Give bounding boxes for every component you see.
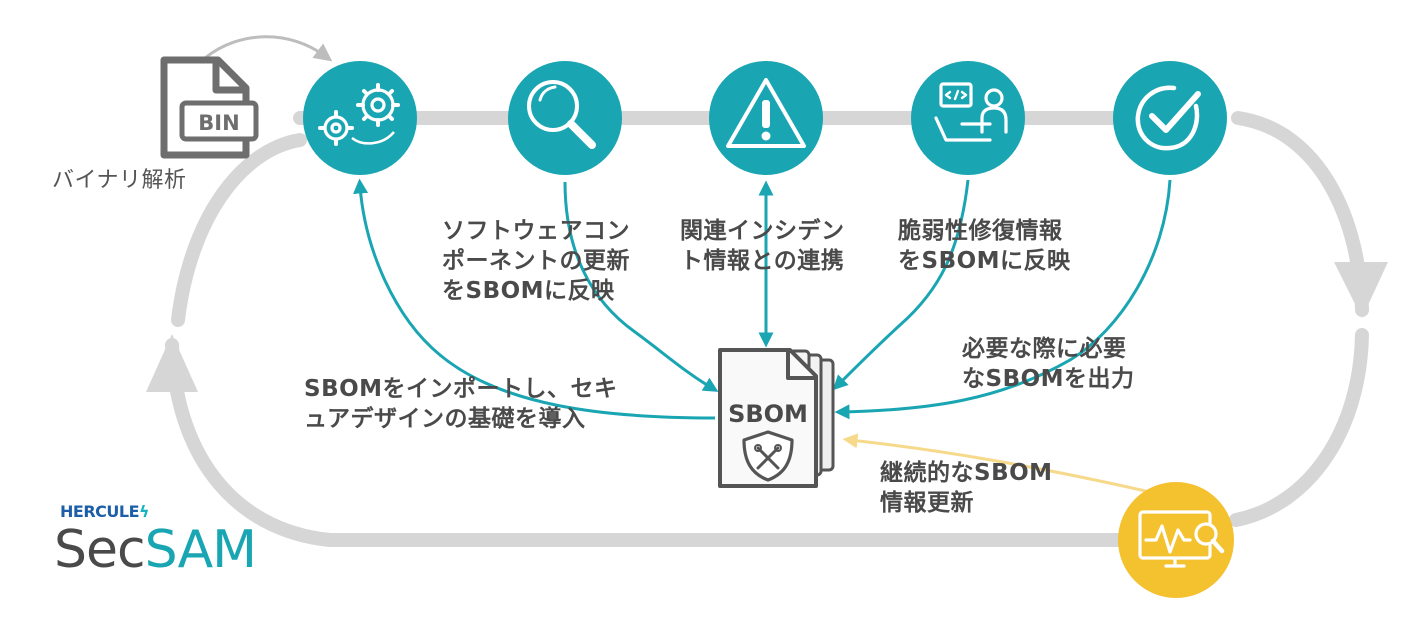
step-circle-check [1113, 61, 1227, 175]
step-circle-developer [911, 61, 1025, 175]
label-incident-line-2: ト情報との連携 [680, 248, 845, 274]
developer-at-laptop-icon [934, 82, 1008, 142]
gears-icon [318, 83, 400, 146]
connector-update [563, 181, 719, 392]
logo-brand: HERCULEϟ [60, 502, 150, 521]
track-top [171, 133, 307, 327]
logo-product-sam: SAM [144, 520, 257, 580]
magnifier-icon [527, 80, 596, 149]
label-incident: 関連インシデン ト情報との連携 [680, 216, 845, 276]
logo-product: SecSAM [54, 520, 257, 580]
sbom-document-stack: SBOM [718, 348, 835, 488]
track-arrowhead-right [1334, 262, 1388, 318]
label-update-components: ソフトウェアコン ポーネントの更新 をSBOMに反映 [442, 216, 630, 306]
label-incident-line-1: 関連インシデン [680, 218, 845, 244]
label-repair-line-1: 脆弱性修復情報 [898, 218, 1063, 244]
connector-output [834, 179, 1172, 420]
label-continuous-line-2: 情報更新 [880, 490, 974, 516]
connector-continuous [842, 433, 1151, 494]
monitor-search-icon [1138, 510, 1225, 568]
label-update-line-2: ポーネントの更新 [442, 248, 630, 274]
track-arrowhead-left [146, 334, 198, 392]
label-repair: 脆弱性修復情報 をSBOMに反映 [898, 216, 1071, 276]
sbom-document-label: SBOM [728, 400, 808, 428]
label-import-line-1: SBOMをインポートし、セキ [304, 376, 618, 402]
logo-product-sec: Sec [54, 520, 146, 580]
logo-brand-text: HERCULE [60, 502, 140, 521]
lightning-bolt-icon: ϟ [139, 502, 150, 521]
binary-analysis-caption: バイナリ解析 [52, 168, 187, 193]
label-output: 必要な際に必要 なSBOMを出力 [962, 334, 1135, 394]
label-update-line-3: をSBOMに反映 [442, 278, 615, 304]
shield-tools-icon [742, 430, 794, 482]
step-circle-warning [709, 61, 823, 175]
bin-badge-text: BIN [198, 111, 239, 135]
track-right-lower [1229, 328, 1369, 527]
bin-to-gears-arrow [204, 35, 333, 62]
teal-connectors [353, 178, 1172, 420]
bin-file-icon: BIN [160, 56, 259, 159]
track-arrowheads [146, 262, 1388, 392]
label-repair-line-2: をSBOMに反映 [898, 248, 1071, 274]
track-right [1231, 111, 1369, 317]
step-circle-magnifier [508, 61, 622, 175]
warning-icon [726, 78, 806, 148]
monitor-circle [1118, 482, 1234, 598]
label-import: SBOMをインポートし、セキ ュアデザインの基礎を導入 [304, 374, 618, 434]
step-circle-gears [303, 61, 417, 175]
connector-import [353, 178, 716, 420]
label-continuous-line-1: 継続的なSBOM [880, 460, 1053, 486]
check-circle-icon [1135, 85, 1201, 151]
label-import-line-2: ュアデザインの基礎を導入 [304, 406, 586, 432]
label-output-line-1: 必要な際に必要 [962, 336, 1127, 362]
label-output-line-2: なSBOMを出力 [962, 366, 1135, 392]
label-continuous: 継続的なSBOM 情報更新 [880, 458, 1053, 518]
connector-repair [832, 179, 970, 391]
label-update-line-1: ソフトウェアコン [442, 218, 630, 244]
